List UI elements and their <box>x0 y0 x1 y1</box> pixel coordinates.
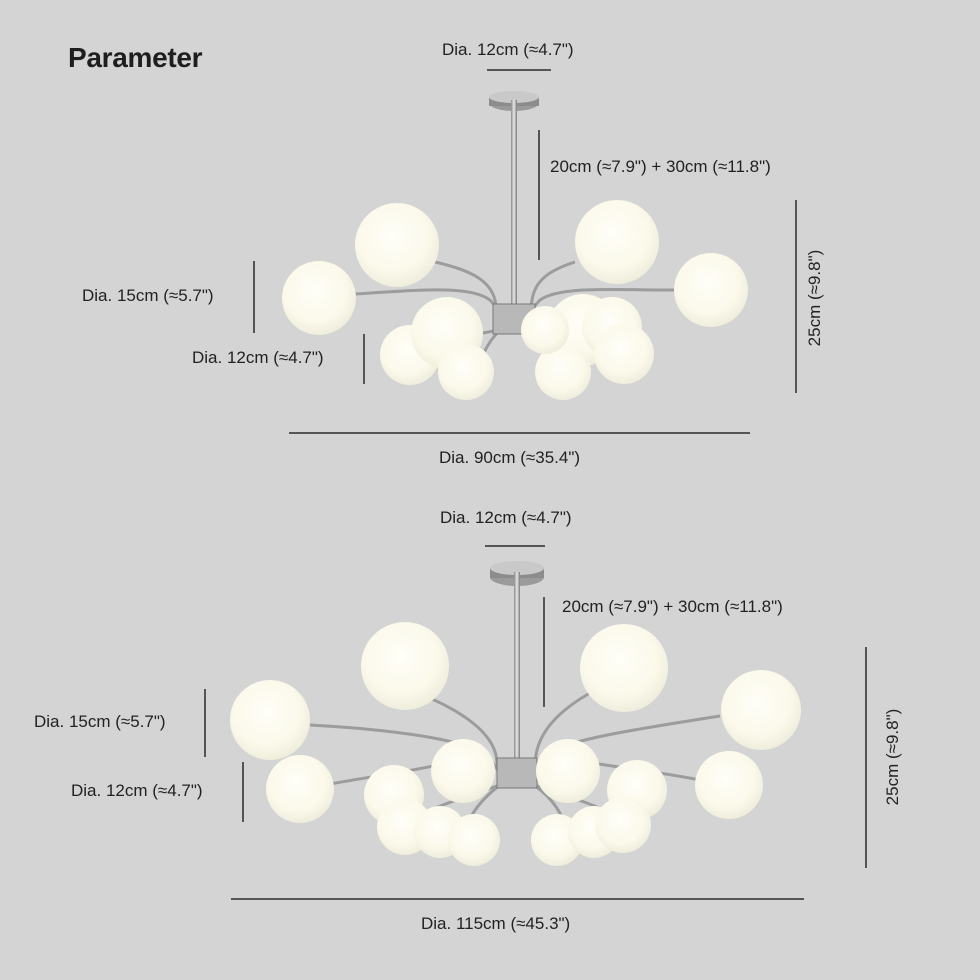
rod-length-line-bottom <box>543 597 545 707</box>
large-globe-dia-line-bottom <box>204 689 206 757</box>
height-label-bottom: 25cm (≈9.8") <box>883 708 902 806</box>
rod-length-line-top <box>538 130 540 260</box>
overall-dia-label-top: Dia. 90cm (≈35.4") <box>439 448 581 467</box>
rod-length-label-top: 20cm (≈7.9") + 30cm (≈11.8") <box>550 157 771 176</box>
height-line-bottom <box>865 647 867 868</box>
large-globe-dia-label-top: Dia. 15cm (≈5.7") <box>82 286 214 305</box>
canopy-dia-label-bottom: Dia. 12cm (≈4.7") <box>440 508 572 527</box>
canopy-dia-line-top <box>487 69 551 71</box>
overall-dia-line-top <box>289 432 750 434</box>
height-label-top: 25cm (≈9.8") <box>805 249 824 347</box>
height-line-top <box>795 200 797 393</box>
globes-top <box>282 200 748 400</box>
small-globe-dia-label-top: Dia. 12cm (≈4.7") <box>192 348 324 367</box>
page-title: Parameter <box>68 42 203 73</box>
rod-bottom <box>514 572 520 762</box>
small-globe-dia-line-bottom <box>242 762 244 822</box>
small-globe-dia-label-bottom: Dia. 12cm (≈4.7") <box>71 781 203 800</box>
canopy-dia-label-top: Dia. 12cm (≈4.7") <box>442 40 574 59</box>
globes-bottom <box>230 622 801 866</box>
overall-dia-line-bottom <box>231 898 804 900</box>
rod-length-label-bottom: 20cm (≈7.9") + 30cm (≈11.8") <box>562 597 783 616</box>
rod-top <box>511 100 517 305</box>
large-globe-dia-label-bottom: Dia. 15cm (≈5.7") <box>34 712 166 731</box>
large-globe-dia-line-top <box>253 261 255 333</box>
canopy-dia-line-bottom <box>485 545 545 547</box>
small-globe-dia-line-top <box>363 334 365 384</box>
hub-bottom <box>496 757 538 789</box>
overall-dia-label-bottom: Dia. 115cm (≈45.3") <box>421 914 571 933</box>
